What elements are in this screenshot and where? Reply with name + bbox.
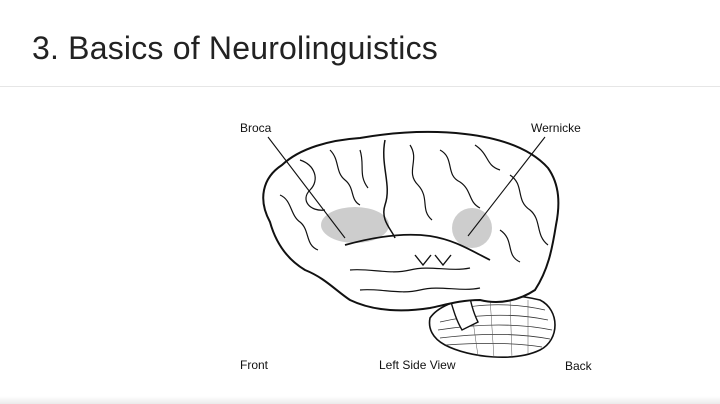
- label-broca: Broca: [240, 121, 272, 135]
- slide-title: 3. Basics of Neurolinguistics: [32, 30, 438, 66]
- label-wernicke: Wernicke: [531, 121, 581, 135]
- wernicke-leader: [467, 136, 546, 237]
- label-front: Front: [240, 358, 269, 372]
- wernicke-area: [452, 208, 492, 248]
- label-left-side-view: Left Side View: [379, 358, 456, 372]
- cerebrum: [262, 130, 560, 312]
- broca-area: [321, 207, 389, 243]
- title-bar: 3. Basics of Neurolinguistics: [0, 0, 720, 86]
- label-back: Back: [565, 359, 592, 373]
- bottom-edge: [0, 396, 720, 404]
- title-divider: [0, 86, 720, 87]
- broca-leader: [267, 136, 346, 239]
